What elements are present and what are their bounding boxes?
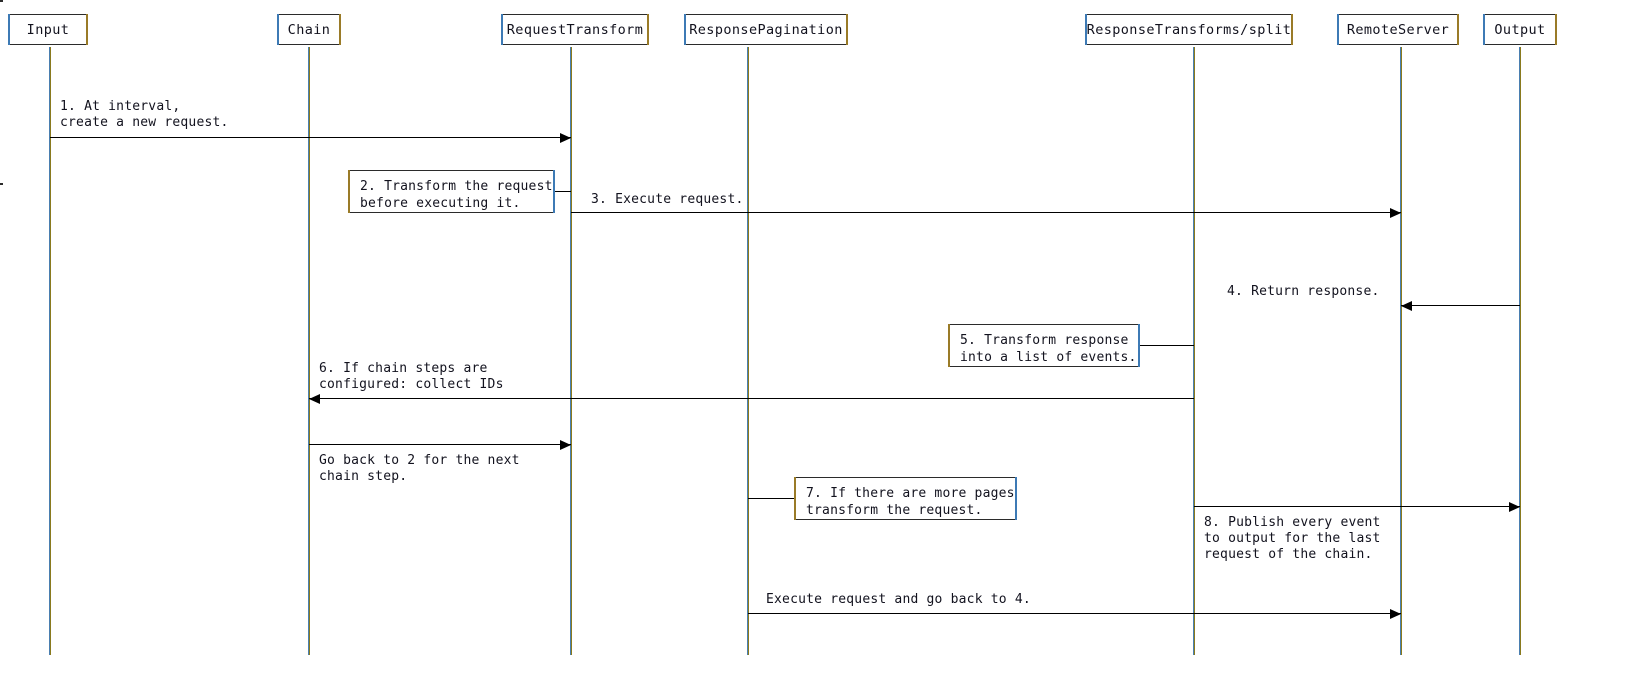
message-line-m8 xyxy=(1194,506,1520,507)
note-connector-n2 xyxy=(555,191,571,192)
arrow-head-m1 xyxy=(560,132,571,143)
lifeline-request_transform xyxy=(570,47,572,655)
note-n2[interactable]: 2. Transform the request before executin… xyxy=(348,170,555,213)
message-label-m6: 6. If chain steps are configured: collec… xyxy=(319,361,504,392)
message-label-m_goback2: Go back to 2 for the next chain step. xyxy=(319,453,520,484)
message-line-m6 xyxy=(309,398,1194,399)
note-text: 2. Transform the request before executin… xyxy=(360,179,553,211)
edge-artifact-1 xyxy=(0,183,3,185)
lifeline-response_pagination xyxy=(747,47,749,655)
message-line-m4 xyxy=(1401,305,1520,306)
participant-request_transform[interactable]: RequestTransform xyxy=(501,14,649,45)
lifeline-response_transforms xyxy=(1193,47,1195,655)
participant-output[interactable]: Output xyxy=(1483,14,1557,45)
lifeline-output xyxy=(1519,47,1521,655)
note-n7[interactable]: 7. If there are more pages transform the… xyxy=(794,477,1017,520)
arrow-head-m6 xyxy=(309,393,320,404)
participant-chain[interactable]: Chain xyxy=(277,14,341,45)
lifeline-input xyxy=(49,47,51,655)
note-n5[interactable]: 5. Transform response into a list of eve… xyxy=(948,324,1140,367)
note-text: 5. Transform response into a list of eve… xyxy=(960,333,1137,365)
participant-response_transforms[interactable]: ResponseTransforms/split xyxy=(1085,14,1293,45)
participant-remote_server[interactable]: RemoteServer xyxy=(1337,14,1459,45)
participant-input[interactable]: Input xyxy=(8,14,88,45)
message-label-m8: 8. Publish every event to output for the… xyxy=(1204,515,1381,562)
participant-label: ResponsePagination xyxy=(689,21,843,38)
message-label-m_exec_goback4: Execute request and go back to 4. xyxy=(766,592,1031,607)
arrow-head-m3 xyxy=(1390,207,1401,218)
participant-label: RemoteServer xyxy=(1346,21,1450,38)
arrow-head-m_goback2 xyxy=(560,439,571,450)
lifeline-remote_server xyxy=(1400,47,1402,655)
arrow-head-m4 xyxy=(1401,300,1412,311)
message-label-m4: 4. Return response. xyxy=(1227,284,1380,299)
participant-label: Input xyxy=(26,21,70,38)
arrow-head-m_exec_goback4 xyxy=(1390,608,1401,619)
participant-response_pagination[interactable]: ResponsePagination xyxy=(684,14,848,45)
message-label-m1: 1. At interval, create a new request. xyxy=(60,99,229,130)
lifeline-chain xyxy=(308,47,310,655)
message-line-m_exec_goback4 xyxy=(748,613,1401,614)
edge-artifact-0 xyxy=(0,0,3,2)
note-connector-n5 xyxy=(1140,345,1194,346)
participant-label: Chain xyxy=(287,21,331,38)
arrow-head-m8 xyxy=(1509,501,1520,512)
participant-label: ResponseTransforms/split xyxy=(1086,21,1292,38)
note-connector-n7 xyxy=(748,498,794,499)
message-label-m3: 3. Execute request. xyxy=(591,192,744,207)
participant-label: RequestTransform xyxy=(506,21,644,38)
participant-label: Output xyxy=(1494,21,1546,38)
message-line-m_goback2 xyxy=(309,444,571,445)
message-line-m3 xyxy=(571,212,1401,213)
note-text: 7. If there are more pages transform the… xyxy=(806,486,1015,518)
message-line-m1 xyxy=(50,137,571,138)
